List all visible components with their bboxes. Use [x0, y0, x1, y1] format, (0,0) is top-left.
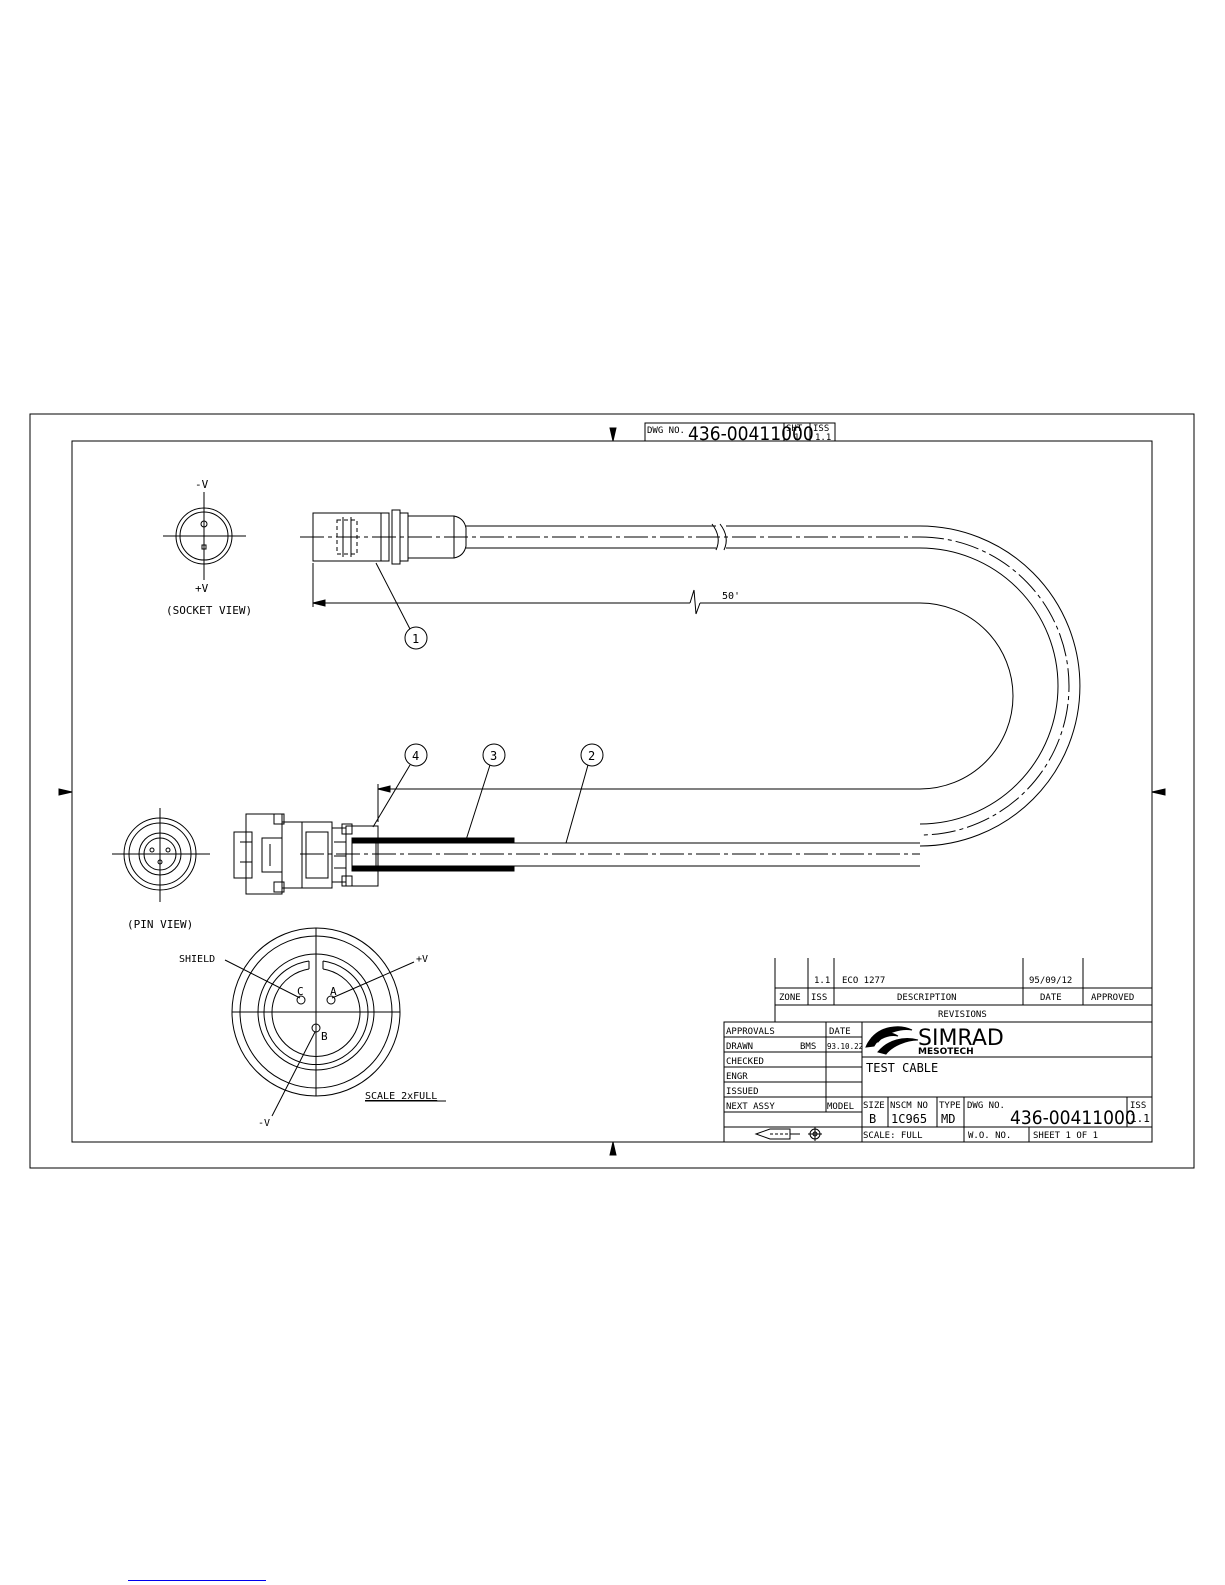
next-assy-label: NEXT ASSY — [726, 1102, 775, 1112]
cable-lower-run — [300, 837, 920, 872]
issued-label: ISSUED — [726, 1087, 759, 1097]
zone-markers — [58, 427, 1166, 1156]
scale-note: SCALE 2xFULL — [365, 1091, 437, 1102]
header-dwg-no: 436-00411000 — [688, 423, 814, 445]
title-iss-value: 1.1 — [1130, 1112, 1150, 1125]
length-label: 50' — [722, 591, 740, 602]
wo-label: W.O. NO. — [968, 1131, 1011, 1141]
size-label: SIZE — [863, 1101, 885, 1111]
rev-date: 95/09/12 — [1029, 976, 1072, 986]
drawn-date: 93.10.22 — [827, 1042, 863, 1051]
socket-view: -V +V (SOCKET VIEW) — [163, 478, 252, 617]
drawing-title: TEST CABLE — [866, 1061, 938, 1075]
pin-view-label: (PIN VIEW) — [127, 918, 193, 931]
callout-1: 1 — [375, 562, 428, 650]
rev-approved-header: APPROVED — [1091, 993, 1134, 1003]
revisions-block: 1.1 ECO 1277 95/09/12 ZONE ISS DESCRIPTI… — [774, 958, 1152, 1023]
title-dwg-no-label: DWG NO. — [967, 1101, 1005, 1111]
cable-upper-run — [300, 523, 920, 551]
callout-4: 4 — [372, 743, 428, 828]
rev-description-header: DESCRIPTION — [897, 993, 957, 1003]
header-sht-value: 1 — [794, 433, 799, 443]
rev-description: ECO 1277 — [842, 976, 885, 986]
sheet-label: SHEET 1 OF 1 — [1033, 1131, 1098, 1141]
callout-1-label: 1 — [412, 632, 419, 646]
approvals-label: APPROVALS — [726, 1027, 775, 1037]
drawn-by: BMS — [800, 1042, 816, 1052]
pin-b-label: B — [321, 1030, 328, 1043]
lower-connector — [233, 813, 379, 895]
nscm-value: 1C965 — [891, 1112, 927, 1126]
type-value: MD — [941, 1112, 955, 1126]
callout-3-label: 3 — [490, 749, 497, 763]
callout-3: 3 — [465, 743, 506, 841]
pin-view: (PIN VIEW) — [112, 808, 210, 931]
nscm-label: NSCM NO — [890, 1101, 928, 1111]
shield-label: SHIELD — [179, 954, 215, 965]
socket-plus-v: +V — [195, 582, 209, 595]
checked-label: CHECKED — [726, 1057, 764, 1067]
pin-c-label: C — [297, 985, 304, 998]
callout-2: 2 — [565, 743, 604, 844]
rev-iss: 1.1 — [814, 976, 830, 986]
enlarged-pin-face: SHIELD +V -V C A B SCALE 2xFULL — [179, 927, 446, 1129]
outer-border — [29, 413, 1195, 1169]
revisions-title: REVISIONS — [938, 1010, 987, 1020]
socket-view-label: (SOCKET VIEW) — [166, 604, 252, 617]
rev-iss-header: ISS — [811, 993, 827, 1003]
header-iss-value: 1.1 — [815, 433, 831, 443]
company-name: SIMRAD — [918, 1026, 1004, 1051]
drawn-label: DRAWN — [726, 1042, 753, 1052]
simrad-logo-icon: SIMRAD MESOTECH — [865, 1026, 1004, 1057]
engr-label: ENGR — [726, 1072, 748, 1082]
callout-2-label: 2 — [588, 749, 595, 763]
length-dimension: 50' — [312, 563, 1014, 822]
header-dwg-no-label: DWG NO. — [647, 426, 685, 436]
title-block: APPROVALS DATE DRAWN BMS 93.10.22 CHECKE… — [723, 1021, 1153, 1143]
face-plus-v: +V — [416, 954, 428, 965]
rev-zone-header: ZONE — [779, 993, 801, 1003]
company-sub: MESOTECH — [918, 1047, 974, 1057]
header-sht-label: SHT — [786, 424, 803, 434]
title-iss-label: ISS — [1130, 1101, 1146, 1111]
header-iss-label: ISS — [813, 424, 829, 434]
approvals-date-label: DATE — [829, 1027, 851, 1037]
size-value: B — [869, 1112, 876, 1126]
callout-4-label: 4 — [412, 749, 419, 763]
model-label: MODEL — [827, 1102, 854, 1112]
title-dwg-no: 436-00411000 — [1010, 1107, 1136, 1129]
scale-label: SCALE: FULL — [863, 1131, 923, 1141]
type-label: TYPE — [939, 1101, 961, 1111]
pin-a-label: A — [330, 985, 337, 998]
link-underline[interactable] — [128, 1580, 266, 1581]
cable-u-bend — [919, 525, 1081, 847]
socket-minus-v: -V — [195, 478, 209, 491]
sheet-header: DWG NO. 436-00411000 SHT 1 ISS 1.1 — [644, 422, 836, 445]
face-minus-v: -V — [258, 1118, 270, 1129]
rev-date-header: DATE — [1040, 993, 1062, 1003]
projection-symbol-icon — [754, 1127, 822, 1141]
